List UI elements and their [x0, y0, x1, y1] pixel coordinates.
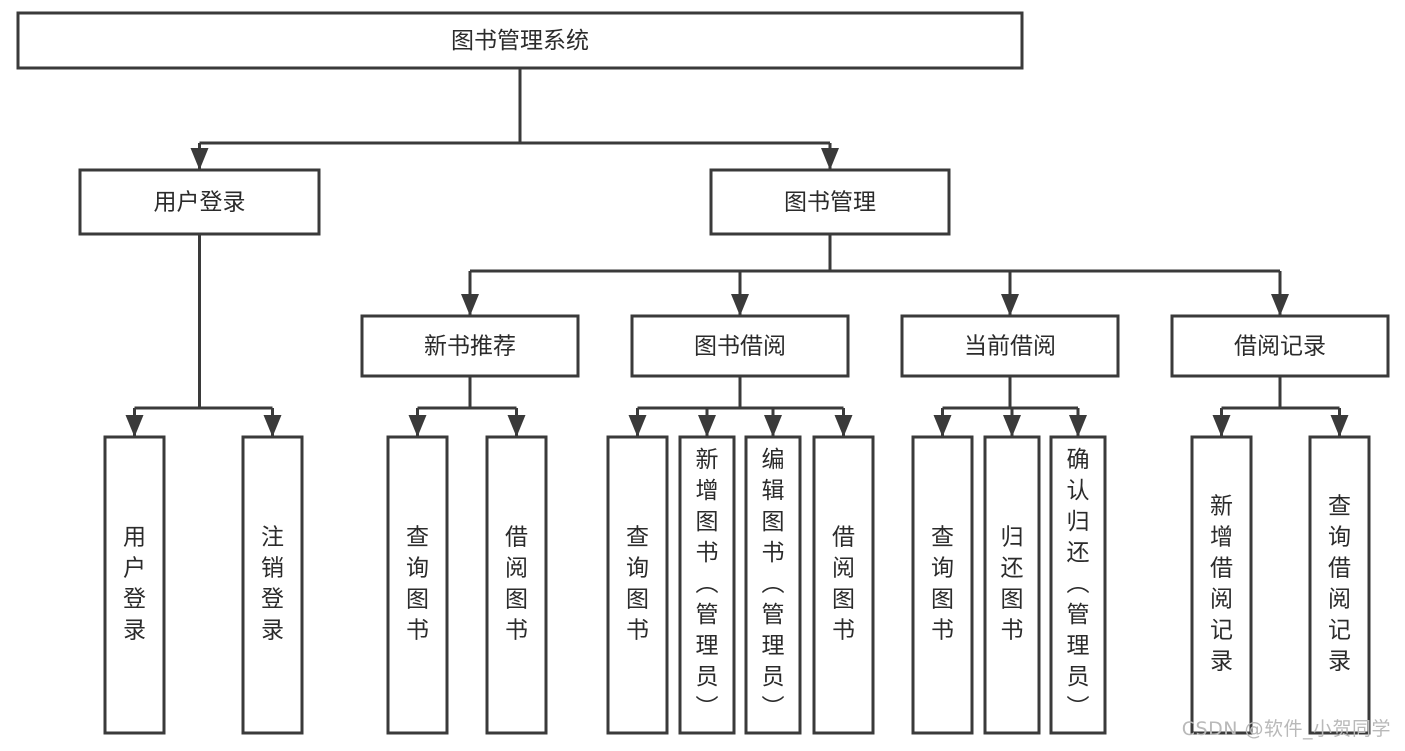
node-label-l3-add-borrow-record: 新增借阅记录	[1210, 494, 1233, 675]
node-box-l3-edit-book-admin	[744, 435, 802, 735]
node-box-l3-add-borrow-record	[1190, 435, 1253, 735]
node-box-l3-query-book	[606, 435, 669, 735]
node-box-l1-book-manage	[709, 168, 951, 236]
node-box-l3-user-login	[103, 435, 166, 735]
node-l3-edit-book-admin[interactable]: 编辑图书︵管理员︶	[744, 435, 802, 735]
node-label-l2-new-book-rec: 新书推荐	[424, 334, 516, 360]
node-label-l3-add-book-admin: 新增图书︵管理员︶	[696, 447, 719, 721]
node-l3-query-borrow-record[interactable]: 查询借阅记录	[1308, 435, 1371, 735]
node-label-l3-return-book: 归还图书	[1001, 525, 1024, 644]
node-label-root: 图书管理系统	[451, 28, 589, 54]
node-l1-book-manage[interactable]: 图书管理	[709, 168, 951, 236]
node-box-l2-current-borrow	[900, 314, 1120, 378]
node-box-l3-logout	[241, 435, 304, 735]
node-box-l3-query-book-cur	[911, 435, 974, 735]
node-label-l3-query-book-rec: 查询图书	[406, 525, 429, 644]
node-box-l2-book-borrow	[630, 314, 850, 378]
node-layer: 图书管理系统用户登录图书管理新书推荐图书借阅当前借阅借阅记录用户登录注销登录查询…	[16, 11, 1390, 735]
node-label-l2-borrow-record: 借阅记录	[1234, 334, 1326, 360]
node-l3-query-book[interactable]: 查询图书	[606, 435, 669, 735]
node-label-l2-book-borrow: 图书借阅	[694, 334, 786, 360]
csdn-watermark: CSDN @软件_小贺同学	[1181, 718, 1391, 740]
node-box-l3-borrow-book-rec	[485, 435, 548, 735]
node-label-l3-query-book: 查询图书	[626, 525, 649, 644]
node-l2-borrow-record[interactable]: 借阅记录	[1170, 314, 1390, 378]
node-label-l3-borrow-book: 借阅图书	[832, 525, 855, 644]
node-l3-add-borrow-record[interactable]: 新增借阅记录	[1190, 435, 1253, 735]
node-l1-user-login[interactable]: 用户登录	[78, 168, 321, 236]
node-box-l1-user-login	[78, 168, 321, 236]
node-box-root	[16, 11, 1024, 70]
node-box-l2-borrow-record	[1170, 314, 1390, 378]
node-label-l1-book-manage: 图书管理	[784, 190, 876, 216]
node-l3-borrow-book[interactable]: 借阅图书	[812, 435, 875, 735]
node-box-l3-borrow-book	[812, 435, 875, 735]
node-box-l3-add-book-admin	[678, 435, 736, 735]
node-l2-current-borrow[interactable]: 当前借阅	[900, 314, 1120, 378]
node-l3-return-book[interactable]: 归还图书	[983, 435, 1041, 735]
node-l2-book-borrow[interactable]: 图书借阅	[630, 314, 850, 378]
node-l3-query-book-rec[interactable]: 查询图书	[386, 435, 449, 735]
node-box-l2-new-book-rec	[360, 314, 580, 378]
node-l3-confirm-return-admin[interactable]: 确认归还︵管理员︶	[1049, 435, 1107, 735]
node-label-l3-query-book-cur: 查询图书	[931, 525, 954, 644]
node-box-l3-query-book-rec	[386, 435, 449, 735]
node-l2-new-book-rec[interactable]: 新书推荐	[360, 314, 580, 378]
node-label-l3-query-borrow-record: 查询借阅记录	[1328, 494, 1351, 675]
node-root[interactable]: 图书管理系统	[16, 11, 1024, 70]
node-l3-borrow-book-rec[interactable]: 借阅图书	[485, 435, 548, 735]
node-l3-add-book-admin[interactable]: 新增图书︵管理员︶	[678, 435, 736, 735]
node-label-l3-borrow-book-rec: 借阅图书	[505, 525, 528, 644]
node-label-l3-logout: 注销登录	[261, 525, 284, 644]
node-box-l3-query-borrow-record	[1308, 435, 1371, 735]
node-l3-user-login[interactable]: 用户登录	[103, 435, 166, 735]
node-l3-query-book-cur[interactable]: 查询图书	[911, 435, 974, 735]
node-label-l3-user-login: 用户登录	[123, 525, 146, 644]
node-label-l3-confirm-return-admin: 确认归还︵管理员︶	[1067, 447, 1090, 721]
node-box-l3-return-book	[983, 435, 1041, 735]
node-label-l3-edit-book-admin: 编辑图书︵管理员︶	[762, 447, 785, 721]
connector-layer	[125, 68, 1349, 437]
node-box-l3-confirm-return-admin	[1049, 435, 1107, 735]
node-label-l1-user-login: 用户登录	[154, 190, 246, 216]
node-l3-logout[interactable]: 注销登录	[241, 435, 304, 735]
node-label-l2-current-borrow: 当前借阅	[964, 334, 1056, 360]
